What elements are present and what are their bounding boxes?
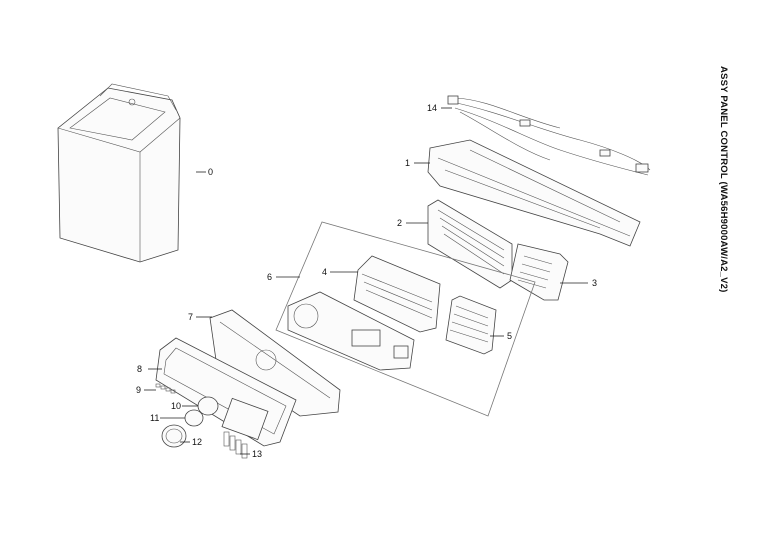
part-3-side-bracket (509, 243, 569, 301)
part-5-pcb-cover (445, 295, 497, 355)
part-12-knob (161, 424, 187, 448)
callout-3: 3 (592, 278, 597, 288)
part-8-front-overlay (155, 337, 297, 447)
callout-2: 2 (397, 218, 402, 228)
callout-12: 12 (192, 437, 202, 447)
part-4-pcb-holder (353, 255, 441, 333)
pcb-board (287, 291, 415, 371)
callout-7: 7 (188, 312, 193, 322)
callout-6: 6 (267, 272, 272, 282)
callout-11: 11 (150, 413, 159, 423)
callout-4: 4 (322, 267, 327, 277)
callout-0: 0 (208, 167, 213, 177)
part-0-washer (57, 83, 181, 263)
callout-14: 14 (427, 103, 437, 113)
callout-1: 1 (405, 158, 410, 168)
part-1-frame (427, 139, 641, 247)
callout-5: 5 (507, 331, 512, 341)
callout-8: 8 (137, 364, 142, 374)
part-2-rear-cover (427, 199, 513, 289)
callout-9: 9 (136, 385, 141, 395)
part-11-knob-ring (184, 409, 204, 427)
callout-13: 13 (252, 449, 262, 459)
assembly-box-6 (275, 221, 536, 417)
callout-10: 10 (171, 401, 181, 411)
diagram-title: ASSY PANEL CONTROL (WA56H9000AW/A2_V2) (718, 66, 729, 293)
part-13-key-buttons (223, 431, 248, 459)
part-9-keys (155, 383, 176, 394)
part-14-wire-harness (447, 95, 651, 176)
part-10-dial-ring (197, 396, 219, 416)
